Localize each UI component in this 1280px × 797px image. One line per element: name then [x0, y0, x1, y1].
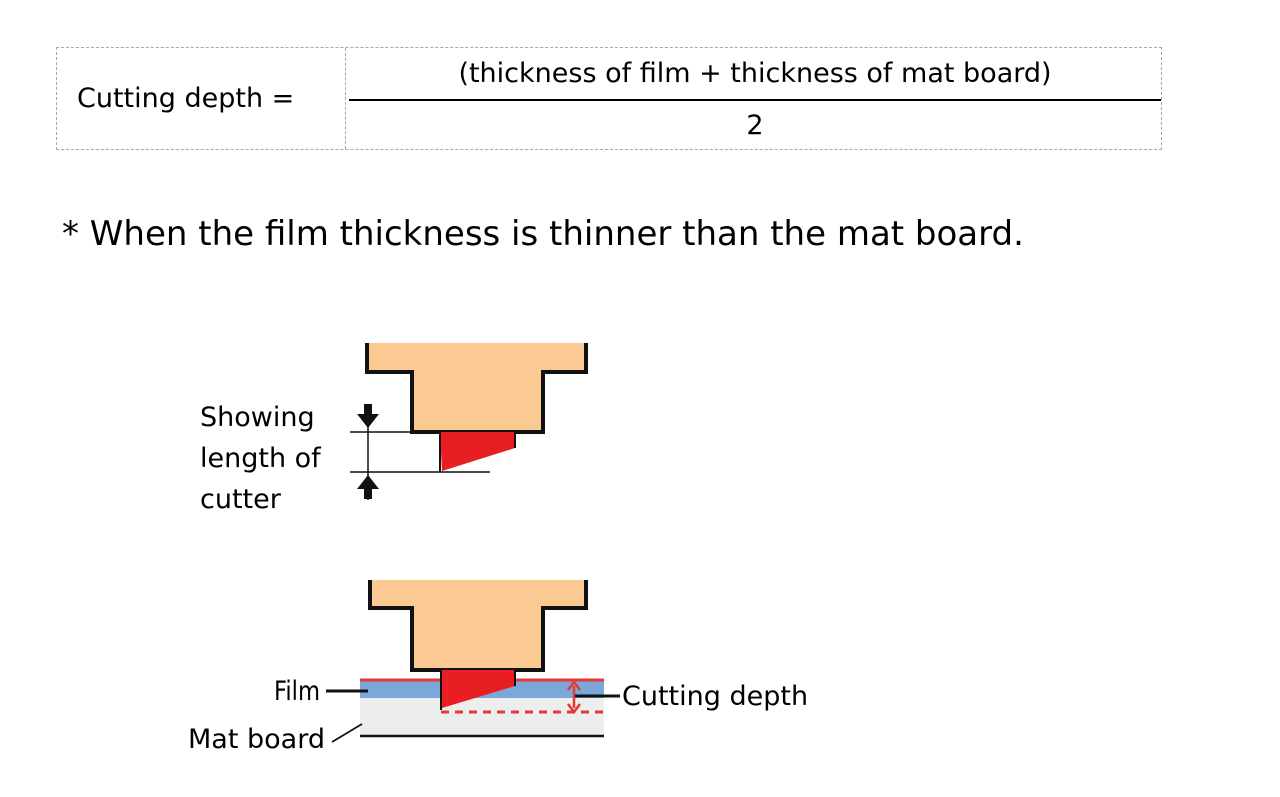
fraction-bar	[349, 99, 1161, 101]
formula-lhs: Cutting depth =	[77, 83, 295, 114]
up-arrow-icon	[357, 475, 379, 499]
formula-denominator: 2	[746, 110, 764, 141]
showing-length-label-line1: Showing	[200, 402, 315, 433]
bottom-cutter-holder	[370, 580, 586, 670]
note-text: * When the film thickness is thinner tha…	[62, 214, 1024, 254]
bottom-cutter-figure: Cutting depth Film Mat board	[188, 580, 808, 755]
top-cutter-figure: Showing length of cutter	[200, 343, 588, 515]
top-cutter-holder	[367, 343, 586, 432]
down-arrow-icon	[357, 404, 379, 428]
formula-cell-divider	[345, 48, 346, 149]
top-blade	[440, 432, 515, 471]
bottom-blade	[441, 670, 515, 708]
showing-length-label-line3: cutter	[200, 484, 282, 515]
cutting-depth-arrow-icon	[567, 679, 581, 715]
film-label: Film	[274, 676, 320, 707]
mat-board	[360, 697, 604, 735]
formula-numerator: (thickness of film + thickness of mat bo…	[458, 58, 1052, 89]
formula-table: Cutting depth = (thickness of film + thi…	[56, 47, 1162, 150]
cutting-depth-label: Cutting depth	[622, 681, 808, 712]
mat-board-label: Mat board	[188, 724, 325, 755]
showing-length-label-line2: length of	[200, 443, 322, 474]
